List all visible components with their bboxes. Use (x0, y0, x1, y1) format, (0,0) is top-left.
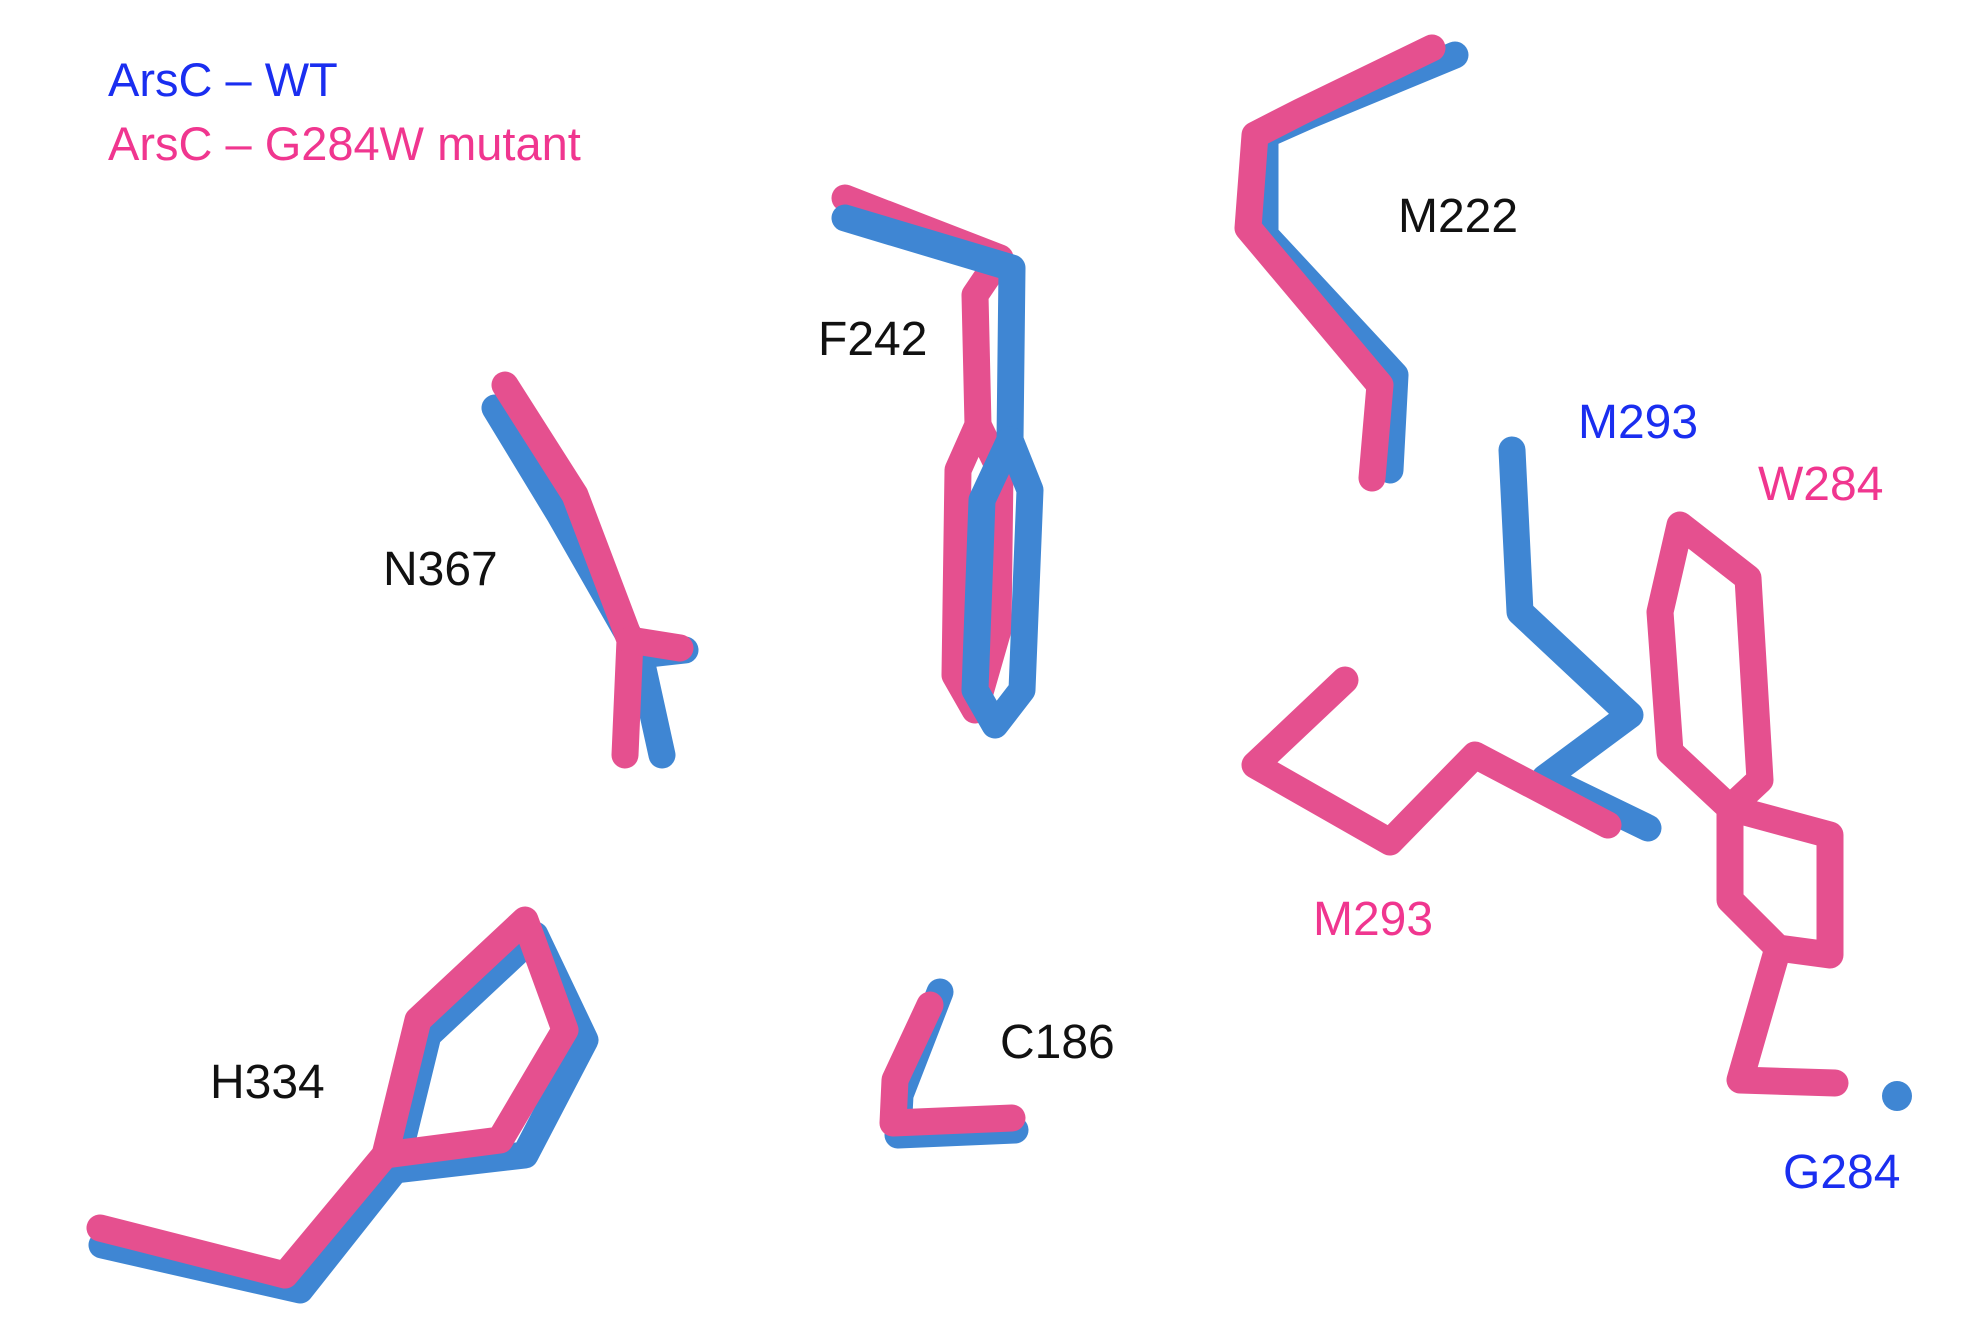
h334-wt-stick (88, 1156, 409, 1304)
m222-mutant-stick (1234, 34, 1446, 492)
label-w284: W284 (1758, 458, 1883, 511)
m293-mutant-stick (1241, 666, 1622, 856)
residue-c186 (879, 978, 1029, 1149)
legend-wt: ArsC – WT (108, 53, 338, 106)
label-f242: F242 (818, 313, 927, 366)
label-g284: G284 (1783, 1146, 1900, 1199)
w284-ring-five (1716, 794, 1844, 969)
residue-m222 (1234, 34, 1469, 492)
g284-atom (1882, 1081, 1912, 1111)
residue-f242 (831, 184, 1044, 739)
w284-sidechain (1726, 934, 1849, 1097)
residue-w284 (1646, 511, 1849, 1097)
n367-mutant-branch (616, 626, 694, 662)
label-c186: C186 (1000, 1016, 1115, 1069)
c186-mutant-stick (879, 991, 1026, 1137)
label-m293-wt: M293 (1578, 396, 1698, 449)
label-n367: N367 (383, 543, 498, 596)
n367-mutant-stick (491, 371, 644, 769)
label-m222: M222 (1398, 190, 1518, 243)
f242-wt-stick (831, 204, 1026, 454)
f242-wt-ring (961, 426, 1044, 739)
w284-ring-six (1646, 511, 1774, 822)
h334-mutant-ring (371, 906, 579, 1169)
residue-h334 (86, 906, 599, 1304)
residue-m293-mutant (1241, 666, 1622, 856)
legend-mutant: ArsC – G284W mutant (108, 117, 581, 170)
h334-mutant-stick (86, 1141, 399, 1289)
residue-n367 (481, 371, 699, 769)
label-h334: H334 (210, 1056, 325, 1109)
label-m293-mutant: M293 (1313, 893, 1433, 946)
